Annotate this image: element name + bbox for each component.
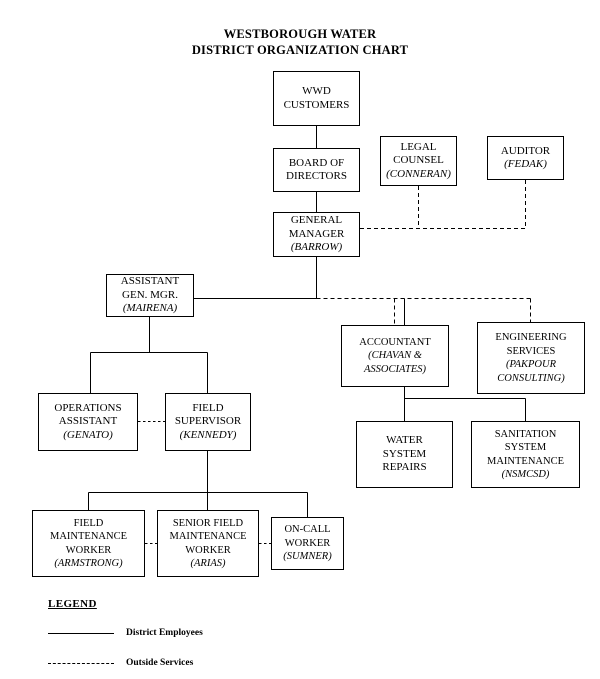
node-line: OPERATIONS <box>54 401 122 414</box>
node-assistant-general-manager[interactable]: ASSISTANT GEN. MGR. (MAIRENA) <box>106 274 194 317</box>
node-general-manager[interactable]: GENERAL MANAGER (BARROW) <box>273 212 360 257</box>
node-line: ACCOUNTANT <box>359 336 431 348</box>
node-person: (ARMSTRONG) <box>54 558 123 569</box>
node-field-maintenance-worker[interactable]: FIELD MAINTENANCE WORKER (ARMSTRONG) <box>32 510 145 577</box>
node-line: FIELD <box>73 517 104 529</box>
node-person: (KENNEDY) <box>179 428 237 441</box>
node-person: (ARIAS) <box>190 558 226 569</box>
node-line: REPAIRS <box>382 461 427 474</box>
node-line: DIRECTORS <box>286 170 347 182</box>
title-line-2: DISTRICT ORGANIZATION CHART <box>191 43 409 57</box>
page-title: WESTBOROUGH WATER DISTRICT ORGANIZATION … <box>0 26 600 58</box>
node-line: COUNSEL <box>393 154 444 167</box>
node-line: SERVICES <box>506 345 556 357</box>
node-person: (BARROW) <box>290 241 343 254</box>
node-line: SENIOR FIELD <box>172 517 244 529</box>
node-line: LEGAL <box>400 140 437 153</box>
legend-row-outside-services: Outside Services <box>48 656 348 672</box>
node-person: (GENATO) <box>63 428 113 441</box>
node-line: WATER <box>386 434 423 447</box>
node-board-of-directors[interactable]: BOARD OF DIRECTORS <box>273 148 360 192</box>
dashed-line-swatch <box>48 663 114 664</box>
node-line: SYSTEM <box>382 447 427 460</box>
node-line: WORKER <box>65 544 112 556</box>
node-line: WWD <box>302 85 331 97</box>
node-engineering-services[interactable]: ENGINEERING SERVICES (PAKPOUR CONSULTING… <box>477 322 585 394</box>
node-auditor[interactable]: AUDITOR (FEDAK) <box>487 136 564 180</box>
node-line: GENERAL <box>290 214 343 227</box>
node-line: MAINTENANCE <box>169 531 247 542</box>
node-operations-assistant[interactable]: OPERATIONS ASSISTANT (GENATO) <box>38 393 138 451</box>
node-line: MAINTENANCE <box>50 531 127 542</box>
node-line: FIELD <box>192 401 224 414</box>
node-line: WORKER <box>185 544 231 556</box>
node-line: ASSISTANT <box>58 415 118 428</box>
legend-label: District Employees <box>126 628 203 638</box>
legend-title: LEGEND <box>48 598 97 610</box>
node-field-supervisor[interactable]: FIELD SUPERVISOR (KENNEDY) <box>165 393 251 451</box>
node-wwd-customers[interactable]: WWD CUSTOMERS <box>273 71 360 126</box>
node-line: SUPERVISOR <box>174 415 242 428</box>
node-person: (CONNERAN) <box>386 167 451 180</box>
node-person: (PAKPOUR CONSULTING) <box>497 359 565 384</box>
node-senior-field-maintenance-worker[interactable]: SENIOR FIELD MAINTENANCE WORKER (ARIAS) <box>157 510 259 577</box>
node-line: ASSISTANT <box>120 275 180 288</box>
node-legal-counsel[interactable]: LEGAL COUNSEL (CONNERAN) <box>380 136 457 186</box>
node-sanitation-system-maintenance[interactable]: SANITATION SYSTEM MAINTENANCE (NSMCSD) <box>471 421 580 488</box>
node-on-call-worker[interactable]: ON-CALL WORKER (SUMNER) <box>271 517 344 570</box>
node-line: AUDITOR <box>500 144 551 157</box>
legend: LEGEND District Employees Outside Servic… <box>48 598 348 668</box>
node-line: BOARD OF <box>288 156 345 169</box>
node-line: ENGINEERING <box>495 332 567 343</box>
legend-label: Outside Services <box>126 658 194 668</box>
node-person: (NSMCSD) <box>501 469 550 480</box>
node-line: CUSTOMERS <box>283 98 350 111</box>
node-line: MANAGER <box>288 227 345 240</box>
node-line: ON-CALL <box>284 524 331 536</box>
solid-line-swatch <box>48 633 114 634</box>
node-person: (FEDAK) <box>504 158 547 170</box>
node-line: SANITATION <box>494 428 557 440</box>
node-accountant[interactable]: ACCOUNTANT (CHAVAN & ASSOCIATES) <box>341 325 449 387</box>
node-line: SYSTEM <box>504 442 547 453</box>
legend-row-district-employees: District Employees <box>48 626 348 642</box>
node-line: MAINTENANCE <box>487 455 564 467</box>
node-line: WORKER <box>284 537 331 549</box>
node-person: (CHAVAN & ASSOCIATES) <box>363 350 427 375</box>
node-line: GEN. MGR. <box>122 288 178 301</box>
node-water-system-repairs[interactable]: WATER SYSTEM REPAIRS <box>356 421 453 488</box>
title-line-1: WESTBOROUGH WATER <box>223 27 377 41</box>
node-person: (SUMNER) <box>283 551 332 563</box>
node-person: (MAIRENA) <box>122 302 178 315</box>
